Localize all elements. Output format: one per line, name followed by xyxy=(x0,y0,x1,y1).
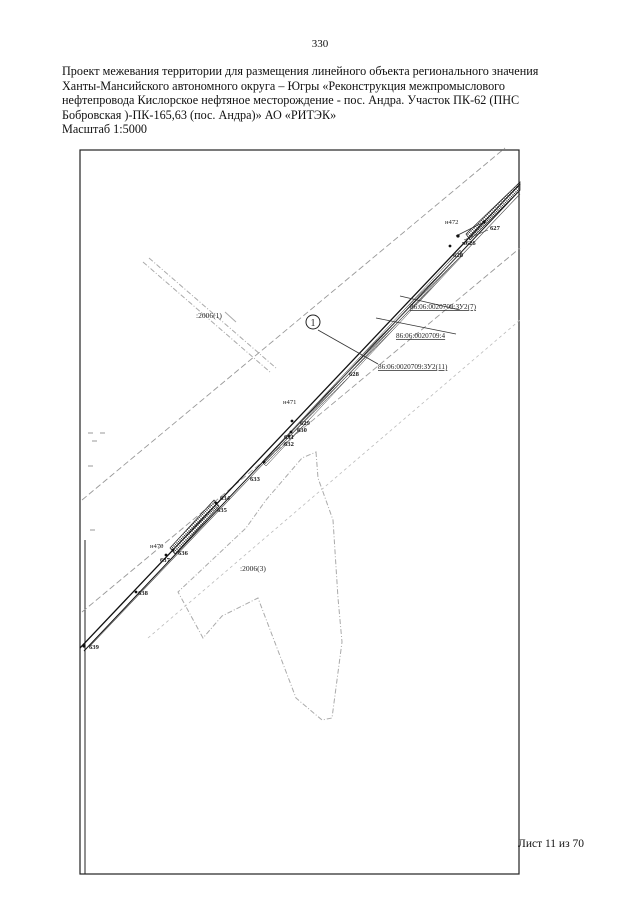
corridor-boundary-right xyxy=(147,319,521,639)
point-label-631: 631 xyxy=(284,434,294,441)
map-frame xyxy=(79,149,520,875)
header-line-1: Проект межевания территории для размещен… xyxy=(62,64,539,78)
point-label-632: 632 xyxy=(284,441,295,448)
parcel-label-2006-3: :2006(3) xyxy=(240,564,266,573)
scale-label: Масштаб 1:5000 xyxy=(62,122,148,136)
point-label-637: 637 xyxy=(160,557,171,564)
cadastral-label-p4: 86:06:0020709:4 xyxy=(396,332,446,340)
document-header: Проект межевания территории для размещен… xyxy=(62,64,592,137)
marker-circle xyxy=(305,314,321,330)
header-line-3: нефтепровода Кислорское нефтяное месторо… xyxy=(62,93,520,107)
point-markers xyxy=(82,220,486,648)
sheet-number: Лист 11 из 70 xyxy=(518,838,584,850)
point-label-627: 627 xyxy=(490,225,501,232)
parcel-2006-1-boundary-b xyxy=(148,257,277,369)
point-label-628-mid: 628 xyxy=(349,371,360,378)
leader-zu2-7 xyxy=(399,295,461,311)
crosshatch-segment xyxy=(169,499,220,555)
cadastral-label-zu2-7: 86:06:0020709:ЗУ2(7) xyxy=(410,303,477,311)
point-label-n470: н470 xyxy=(150,543,164,550)
header-line-4: Бобровская )-ПК-165,63 (пос. Андра)» АО … xyxy=(62,107,337,122)
pipeline-line-upper xyxy=(79,183,521,649)
page-number: 330 xyxy=(311,38,329,50)
corridor-boundary-left xyxy=(81,247,521,613)
leader-n472 xyxy=(455,221,485,237)
point-label-633: 633 xyxy=(250,476,261,483)
leader-p4 xyxy=(375,317,457,335)
parcel-2006-3-boundary xyxy=(177,451,343,721)
hatched-strip-upper xyxy=(261,249,464,467)
point-label-630: 630 xyxy=(297,427,308,434)
point-label-n472: н472 xyxy=(445,219,458,226)
cadastral-label-zu2-11: 86:06:0020709:ЗУ2(11) xyxy=(378,363,448,371)
point-label-634: 634 xyxy=(220,495,231,502)
parcel-label-2006-1: :2006(1) xyxy=(196,311,222,320)
point-label-629: 629 xyxy=(300,420,311,427)
point-label-n471: н471 xyxy=(283,399,296,406)
leader-627 xyxy=(463,229,489,241)
header-line-2: Ханты-Мансийского автономного округа – Ю… xyxy=(62,78,505,93)
point-label-639: 639 xyxy=(89,644,100,651)
point-label-638: 638 xyxy=(138,590,149,597)
leader-zu2-11 xyxy=(317,329,379,365)
left-area-dashes xyxy=(88,432,105,531)
point-label-n626: н626 xyxy=(462,240,476,247)
parcel-2006-1-tick xyxy=(224,311,237,323)
point-label-635: 635 xyxy=(217,507,228,514)
parcel-2006-1-boundary-a xyxy=(142,261,271,373)
point-labels: н472 627 н626 628 628 н471 629 630 631 6… xyxy=(89,219,501,651)
point-label-628-top: 628 xyxy=(453,252,464,259)
point-label-636: 636 xyxy=(178,550,189,557)
corridor-boundary-upper xyxy=(81,147,506,501)
marker-label: 1 xyxy=(311,318,316,329)
